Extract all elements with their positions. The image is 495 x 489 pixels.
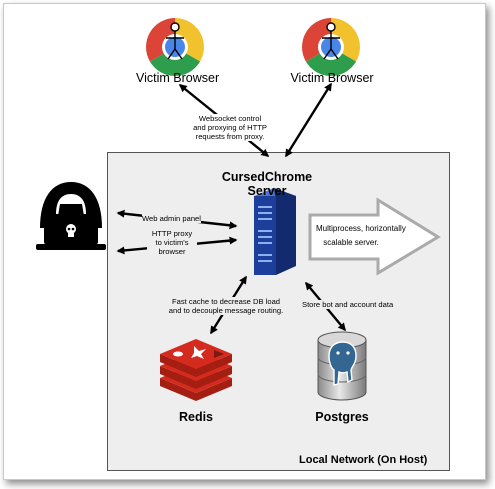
chrome-icon xyxy=(302,18,360,76)
server-title-line-1: CursedChrome xyxy=(221,170,313,184)
browser-label-right: Victim Browser xyxy=(290,71,374,85)
http-proxy-label: HTTP proxy to victim's browser xyxy=(147,229,197,256)
redis-icon xyxy=(160,339,232,401)
server-title-line-2: Server xyxy=(247,184,287,198)
websocket-line-2: and proxying of HTTP xyxy=(193,123,267,132)
websocket-line-1: Websocket control xyxy=(198,114,262,123)
http-proxy-line-3: browser xyxy=(158,247,186,256)
server-icon xyxy=(254,188,296,275)
websocket-line-3: requests from proxy. xyxy=(195,132,265,141)
chrome-icon xyxy=(146,18,204,76)
hacker-icon xyxy=(36,182,106,250)
postgres-icon xyxy=(317,331,367,401)
scale-arrow-text: Multiprocess, horizontally scalable serv… xyxy=(316,222,406,250)
cache-label: Fast cache to decrease DB load and to de… xyxy=(162,297,290,315)
network-label: Local Network (On Host) xyxy=(299,454,428,466)
websocket-label: Websocket control and proxying of HTTP r… xyxy=(175,114,285,141)
websocket-arrow-right xyxy=(284,82,333,158)
server-title: CursedChrome Server xyxy=(212,170,322,198)
http-proxy-line-2: to victim's xyxy=(155,238,189,247)
redis-label: Redis xyxy=(178,410,214,424)
cache-line-2: and to decouple message routing. xyxy=(168,306,284,315)
postgres-label: Postgres xyxy=(315,410,369,424)
scale-arrow xyxy=(308,197,441,276)
scale-line-1: Multiprocess, horizontally xyxy=(316,224,406,233)
browser-label-left: Victim Browser xyxy=(136,71,220,85)
scale-line-2: scalable server. xyxy=(323,238,379,247)
http-proxy-line-1: HTTP proxy xyxy=(151,229,193,238)
web-admin-label: Web admin panel xyxy=(142,214,201,223)
store-label: Store bot and account data xyxy=(302,300,394,309)
cache-line-1: Fast cache to decrease DB load xyxy=(171,297,281,306)
